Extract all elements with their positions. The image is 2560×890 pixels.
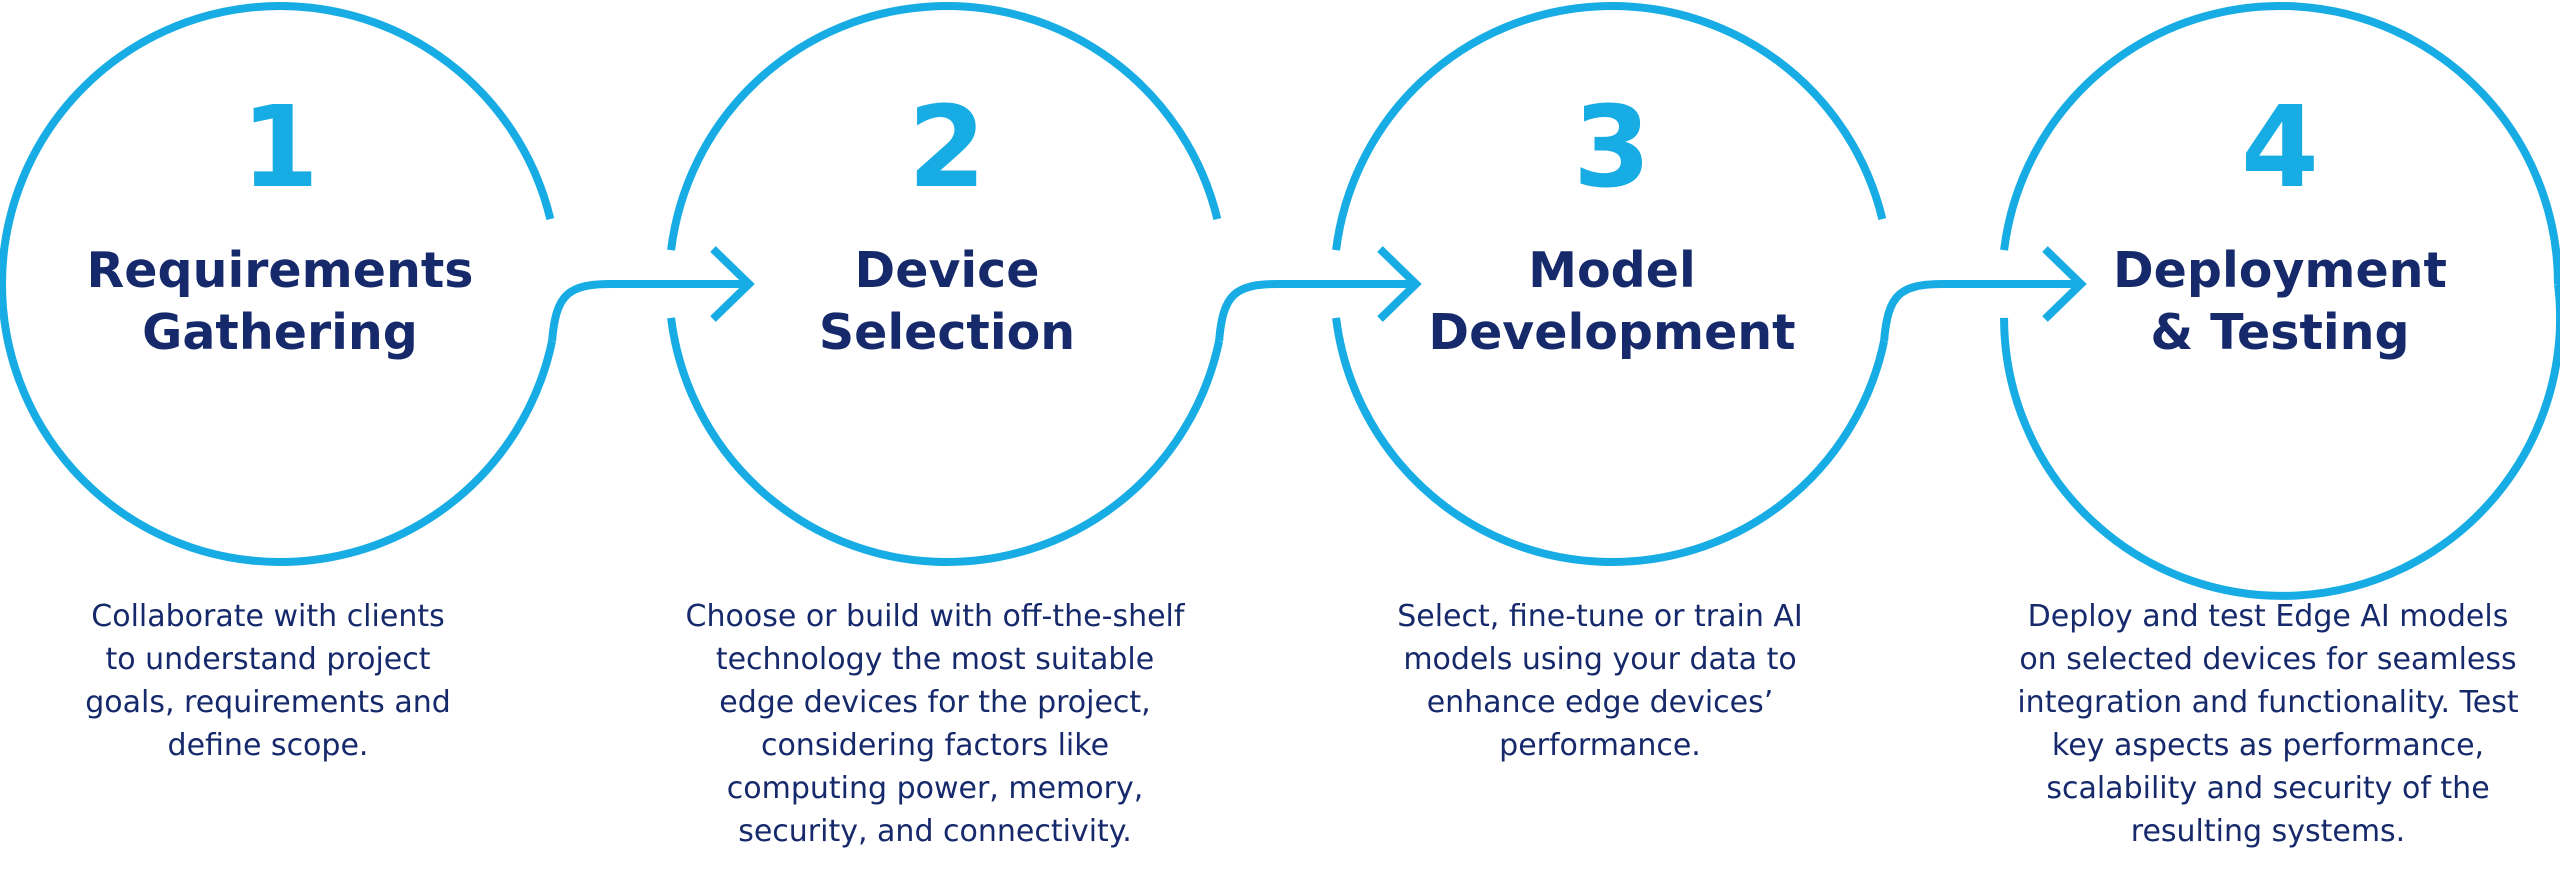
arrow-right-icon [1377,246,1422,322]
step-number: 3 [1573,83,1651,213]
step-circle-upper-arc [2000,2,2560,285]
step-title-line: Requirements [86,242,474,299]
step-circle-upper-arc [0,2,555,285]
step-title-line: Gathering [142,304,418,361]
step-circle-lower-arc [2000,283,2560,600]
description-line: models using your data to [1403,642,1797,677]
step-description: Select, fine-tune or train AI models usi… [1300,595,1900,767]
step-title-line: Selection [818,304,1076,361]
description-line: scalability and security of the [2046,771,2490,806]
description-line: key aspects as performance, [2051,728,2485,763]
description-line: performance. [1499,728,1701,763]
arrow-right-icon [2042,246,2087,322]
description-line: computing power, memory, [726,771,1144,806]
description-line: resulting systems. [2130,814,2406,849]
description-line: on selected devices for seamless [2019,642,2517,677]
step-title-line: Model [1528,242,1696,299]
step-description: Collaborate with clients to understand p… [0,595,568,767]
step-number: 2 [908,83,986,213]
step-circle-lower-arc [1332,317,1889,566]
step-circle-upper-arc [1332,1,1887,251]
step-title: Device Selection [647,240,1247,364]
description-line: security, and connectivity. [738,814,1132,849]
description-line: enhance edge devices’ [1426,685,1774,720]
connector-line [1880,280,2081,342]
connector-line [548,280,749,342]
step-circle-upper-arc [667,2,1222,251]
description-line: define scope. [167,728,369,763]
step-circle-lower-arc [667,317,1224,566]
description-line: goals, requirements and [85,685,451,720]
step-title: Model Development [1312,240,1912,364]
step-title-line: Development [1428,304,1796,361]
step-circle-lower-arc [0,283,557,566]
step-description: Choose or build with off-the-shelf techn… [635,595,1235,853]
step-2: 2 Device Selection Choose or build with … [647,0,1247,890]
description-line: Deploy and test Edge AI models [2027,599,2509,634]
description-line: Select, fine-tune or train AI [1397,599,1803,634]
step-title-line: Deployment [2113,242,2447,299]
description-line: to understand project [105,642,431,677]
description-line: Collaborate with clients [91,599,445,634]
step-3: 3 Model Development Select, fine-tune or… [1312,0,1912,890]
description-line: Choose or build with off-the-shelf [685,599,1185,634]
step-title: Deployment & Testing [1980,240,2560,364]
step-description: Deploy and test Edge AI models on select… [1968,595,2560,853]
step-number: 1 [241,83,319,213]
description-line: technology the most suitable [715,642,1155,677]
step-title: Requirements Gathering [0,240,580,364]
step-1: 1 Requirements Gathering Collaborate wit… [0,0,580,890]
step-title-line: & Testing [2150,304,2410,361]
connector-line [1215,280,1416,342]
description-line: considering factors like [760,728,1110,763]
arrow-right-icon [710,246,755,322]
step-title-line: Device [854,242,1040,299]
description-line: edge devices for the project, [719,685,1151,720]
step-4: 4 Deployment & Testing Deploy and test E… [1980,0,2560,890]
step-number: 4 [2241,83,2319,213]
description-line: integration and functionality. Test [2017,685,2519,720]
